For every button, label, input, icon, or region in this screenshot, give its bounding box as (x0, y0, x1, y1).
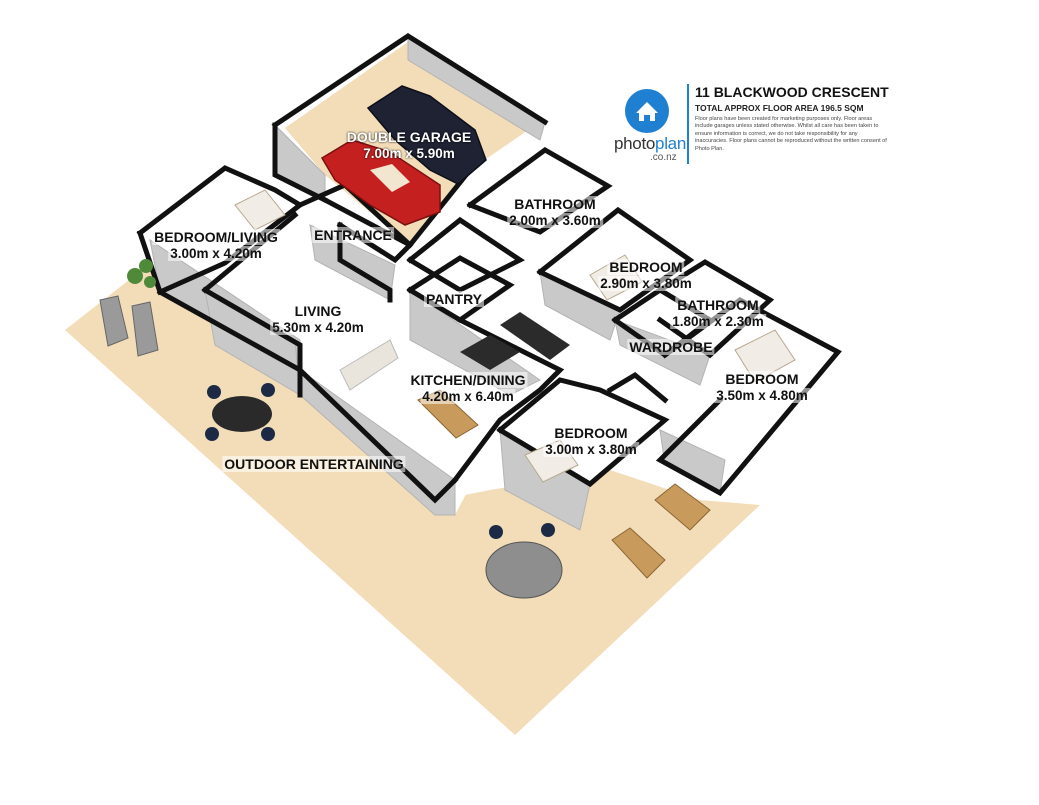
wall-entrance (296, 182, 414, 264)
room-name: KITCHEN/DINING (408, 372, 528, 388)
disclaimer: Floor plans have been created for market… (695, 116, 887, 152)
plants (127, 259, 156, 288)
wall-hall (406, 216, 525, 293)
lounger-right-shape (131, 301, 159, 357)
car-dark-body (366, 85, 487, 185)
room-name: BEDROOM/LIVING (152, 229, 280, 245)
brand-block: photoplan .co.nz 11 BLACKWOOD CRESCENT T… (612, 84, 892, 164)
outdoor-chair-1 (207, 385, 221, 399)
room-dims: 1.80m x 2.30m (670, 314, 766, 329)
room-label-living: LIVING 5.30m x 4.20m (270, 303, 366, 336)
bench-upper (654, 483, 711, 531)
car-red-body (320, 139, 441, 226)
plant-1 (127, 268, 143, 284)
lounger-left-shape (99, 295, 129, 347)
brand-domain: .co.nz (650, 152, 677, 163)
room-name: BEDROOM (607, 259, 685, 275)
wall-living-south (156, 288, 459, 504)
outdoor-chair-2 (261, 383, 275, 397)
bed-bedliving (234, 189, 286, 231)
room-dims: 3.00m x 4.20m (168, 246, 264, 261)
plant-2 (139, 259, 153, 273)
kitchen-island-shape (460, 335, 520, 370)
room-label-bedroom-living: BEDROOM/LIVING 3.00m x 4.20m (152, 229, 280, 262)
brand-word-b: plan (655, 134, 686, 153)
car-dark (366, 85, 487, 185)
house-icon-shape (636, 102, 658, 121)
outdoor-chair-3 (205, 427, 219, 441)
wall-kitchen (451, 316, 565, 484)
room-dims: 5.30m x 4.20m (270, 320, 366, 335)
outdoor-ground (65, 262, 760, 735)
room-dims: 3.50m x 4.80m (714, 388, 810, 403)
car-red-seat (370, 164, 410, 192)
room-dims: 2.00m x 3.60m (507, 213, 603, 228)
brand-divider (687, 84, 689, 164)
brand-wordmark: photoplan (614, 134, 686, 154)
sofa-shape (339, 339, 399, 391)
room-dims: 4.20m x 6.40m (420, 389, 516, 404)
wall-bedroom3 (496, 377, 670, 488)
brand-word-a: photo (614, 134, 656, 153)
room-label-bathroom-1: BATHROOM 2.00m x 3.60m (507, 196, 603, 229)
sofa (339, 339, 399, 391)
outdoor-table-grey-top (485, 541, 563, 599)
room-label-bathroom-2: BATHROOM 1.80m x 2.30m (670, 297, 766, 330)
room-dims: 2.90m x 3.80m (598, 276, 694, 291)
lounger-left (99, 295, 129, 347)
plant-3 (144, 276, 156, 288)
outdoor-chair-6 (541, 523, 555, 537)
room-name: BATHROOM (512, 196, 598, 212)
outdoor-chair-5 (489, 525, 503, 539)
outdoor-chair-4 (261, 427, 275, 441)
wall-garage-west (272, 122, 329, 204)
bench-lower-shape (611, 527, 666, 579)
car-red (320, 139, 441, 226)
wall-bed3-entry (606, 371, 669, 404)
wall-pantry (406, 255, 515, 323)
room-dims: 3.00m x 3.80m (543, 442, 639, 457)
room-name: BEDROOM (552, 425, 630, 441)
room-name: PANTRY (424, 291, 484, 307)
room-name: OUTDOOR ENTERTAINING (222, 456, 406, 472)
lounger-right (131, 301, 159, 357)
wall-living-west (201, 286, 303, 398)
room-name: WARDROBE (627, 339, 715, 355)
room-label-bedroom-2: BEDROOM 2.90m x 3.80m (598, 259, 694, 292)
room-label-double-garage: DOUBLE GARAGE 7.00m x 5.90m (345, 129, 473, 162)
room-name: DOUBLE GARAGE (346, 129, 472, 145)
wall-garage (271, 33, 549, 129)
kitchen-island (460, 335, 520, 370)
wall-bedroom2 (536, 206, 695, 313)
room-label-bedroom-master: BEDROOM 3.50m x 4.80m (714, 371, 810, 404)
property-title: 11 BLACKWOOD CRESCENT (695, 84, 889, 100)
room-label-kitchen-dining: KITCHEN/DINING 4.20m x 6.40m (408, 372, 528, 405)
room-name: BEDROOM (723, 371, 801, 387)
room-label-wardrobe: WARDROBE (627, 339, 715, 355)
bench-lower (611, 527, 666, 579)
floor-area: TOTAL APPROX FLOOR AREA 196.5 SQM (695, 103, 864, 113)
room-dims: 7.00m x 5.90m (363, 146, 455, 161)
outdoor-table-round (205, 383, 275, 441)
kitchen-bench-shape (500, 312, 570, 360)
room-label-pantry: PANTRY (424, 291, 484, 307)
room-name: BATHROOM (675, 297, 761, 313)
bench-upper-shape (654, 483, 711, 531)
room-name: ENTRANCE (312, 227, 394, 243)
kitchen-bench (500, 312, 570, 360)
outdoor-table-grey (485, 523, 563, 599)
room-label-bedroom-3: BEDROOM 3.00m x 3.80m (543, 425, 639, 458)
bed-bedliving-shape (234, 189, 286, 231)
room-label-entrance: ENTRANCE (312, 227, 394, 243)
room-name: LIVING (292, 303, 344, 319)
room-label-outdoor-entertaining: OUTDOOR ENTERTAINING (222, 456, 406, 472)
house-icon (625, 89, 669, 133)
outdoor-table-round-top (212, 396, 272, 432)
